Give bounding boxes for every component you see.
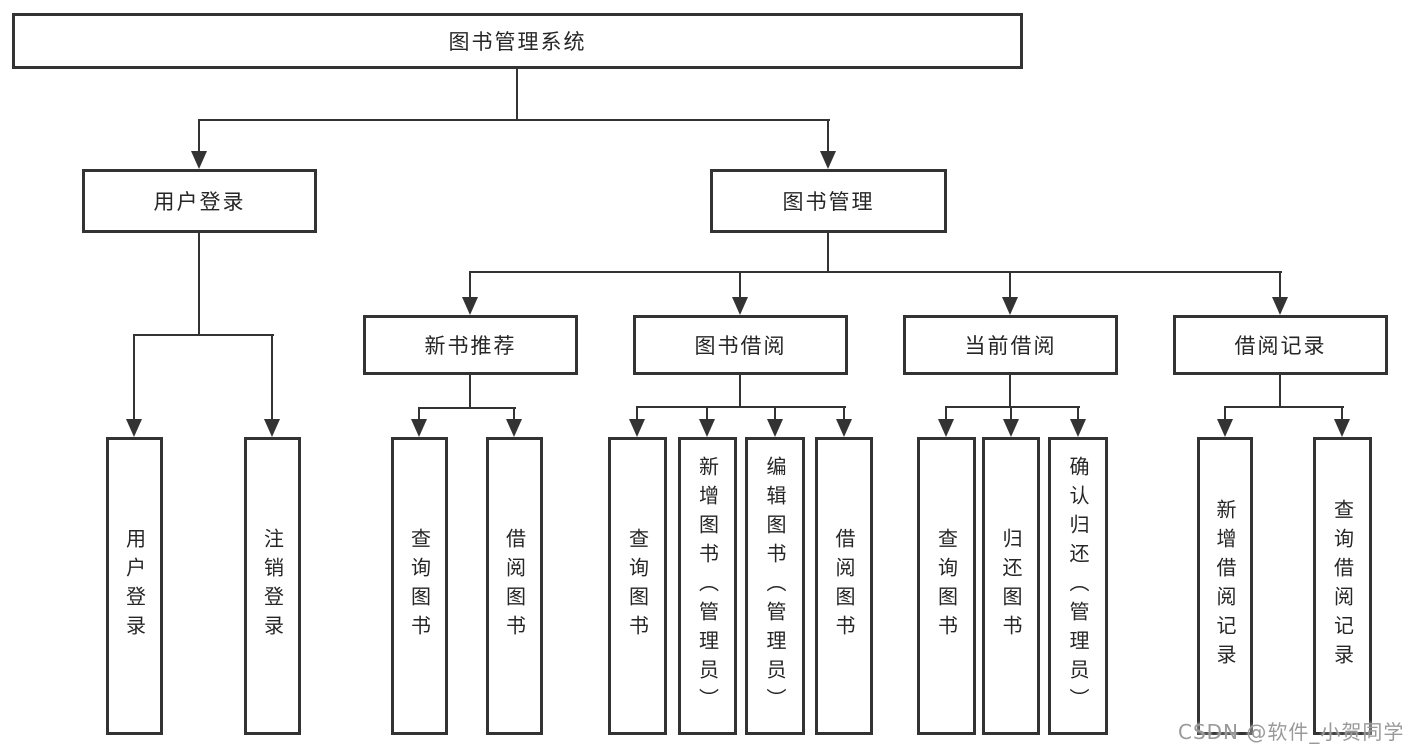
node-user-login: 用户登录 bbox=[82, 169, 317, 233]
connector-line bbox=[945, 406, 947, 422]
node-borrowing-records: 借阅记录 bbox=[1173, 315, 1388, 375]
connector-line bbox=[516, 69, 518, 121]
connector-line bbox=[1009, 375, 1011, 408]
node-leaf-records-add-record: 新增借阅记录 bbox=[1197, 437, 1253, 735]
arrowhead-down-icon bbox=[732, 297, 748, 315]
connector-line bbox=[469, 375, 471, 409]
node-leaf-recommend-query-books: 查询图书 bbox=[391, 437, 448, 735]
node-leaf-current-confirm-return: 确认归还（管理员） bbox=[1048, 437, 1108, 735]
node-label: 借阅记录 bbox=[1234, 334, 1327, 358]
node-leaf-borrow-borrow-books: 借阅图书 bbox=[815, 437, 873, 735]
node-label: 新增借阅记录 bbox=[1213, 499, 1237, 673]
node-label: 用户登录 bbox=[122, 528, 147, 644]
node-label: 归还图书 bbox=[999, 528, 1023, 644]
node-leaf-borrow-add-books: 新增图书（管理员） bbox=[678, 437, 737, 735]
arrowhead-down-icon bbox=[1217, 419, 1233, 437]
arrowhead-down-icon bbox=[126, 419, 142, 437]
arrowhead-down-icon bbox=[699, 419, 715, 437]
node-label: 查询图书 bbox=[407, 528, 432, 644]
node-label: 编辑图书（管理员） bbox=[763, 455, 787, 717]
connector-line bbox=[945, 406, 1080, 408]
arrowhead-down-icon bbox=[411, 419, 427, 437]
node-label: 图书管理 bbox=[782, 190, 875, 214]
node-leaf-recommend-borrow-books: 借阅图书 bbox=[486, 437, 543, 735]
node-leaf-records-query-record: 查询借阅记录 bbox=[1313, 437, 1372, 735]
connector-line bbox=[418, 407, 516, 409]
node-label: 确认归还（管理员） bbox=[1066, 455, 1090, 717]
connector-line bbox=[198, 119, 830, 121]
connector-line bbox=[1279, 375, 1281, 408]
csdn-watermark: CSDN @软件_小贺同学 bbox=[1178, 720, 1405, 744]
connector-line bbox=[739, 271, 741, 299]
node-label: 注销登录 bbox=[260, 528, 285, 644]
connector-line bbox=[198, 119, 200, 154]
connector-line bbox=[1279, 271, 1281, 299]
node-label: 查询借阅记录 bbox=[1330, 499, 1355, 673]
connector-line bbox=[636, 406, 846, 408]
connector-line bbox=[827, 119, 829, 154]
arrowhead-down-icon bbox=[836, 419, 852, 437]
arrowhead-down-icon bbox=[767, 419, 783, 437]
node-label: 图书借阅 bbox=[694, 334, 787, 358]
connector-line bbox=[843, 406, 845, 422]
node-book-management: 图书管理 bbox=[710, 169, 947, 233]
node-leaf-current-query-books: 查询图书 bbox=[917, 437, 976, 735]
connector-line bbox=[739, 375, 741, 408]
arrowhead-down-icon bbox=[1002, 297, 1018, 315]
arrowhead-down-icon bbox=[1334, 419, 1350, 437]
node-leaf-current-return-books: 归还图书 bbox=[982, 437, 1040, 735]
arrowhead-down-icon bbox=[1272, 297, 1288, 315]
connector-line bbox=[469, 271, 471, 299]
connector-line bbox=[271, 334, 273, 421]
connector-line bbox=[198, 233, 200, 336]
connector-line bbox=[774, 406, 776, 422]
arrowhead-down-icon bbox=[191, 151, 207, 169]
node-root: 图书管理系统 bbox=[12, 13, 1023, 69]
arrowhead-down-icon bbox=[820, 151, 836, 169]
arrowhead-down-icon bbox=[1003, 419, 1019, 437]
arrowhead-down-icon bbox=[938, 419, 954, 437]
connector-line bbox=[827, 233, 829, 273]
connector-line bbox=[469, 271, 1282, 273]
connector-line bbox=[1224, 406, 1226, 422]
arrowhead-down-icon bbox=[506, 419, 522, 437]
node-label: 用户登录 bbox=[153, 190, 246, 214]
connector-line bbox=[1009, 271, 1011, 299]
node-label: 新增图书（管理员） bbox=[695, 455, 720, 717]
connector-line bbox=[1341, 406, 1343, 422]
node-label: 借阅图书 bbox=[502, 528, 527, 644]
node-current-borrowing: 当前借阅 bbox=[903, 315, 1118, 375]
arrowhead-down-icon bbox=[462, 297, 478, 315]
node-label: 查询图书 bbox=[934, 528, 959, 644]
node-label: 借阅图书 bbox=[832, 528, 856, 644]
connector-line bbox=[1224, 406, 1344, 408]
node-new-book-recommendation: 新书推荐 bbox=[363, 315, 578, 375]
arrowhead-down-icon bbox=[264, 419, 280, 437]
node-leaf-borrow-edit-books: 编辑图书（管理员） bbox=[745, 437, 805, 735]
node-label: 新书推荐 bbox=[424, 334, 517, 358]
node-label: 查询图书 bbox=[625, 528, 650, 644]
connector-line bbox=[1010, 406, 1012, 422]
connector-line bbox=[133, 334, 135, 421]
connector-line bbox=[133, 334, 274, 336]
connector-line bbox=[513, 407, 515, 423]
node-label: 图书管理系统 bbox=[448, 30, 587, 54]
connector-line bbox=[1077, 406, 1079, 422]
node-leaf-borrow-query-books: 查询图书 bbox=[608, 437, 667, 735]
node-book-borrowing: 图书借阅 bbox=[633, 315, 848, 375]
node-leaf-logout: 注销登录 bbox=[244, 437, 301, 735]
arrowhead-down-icon bbox=[629, 419, 645, 437]
arrowhead-down-icon bbox=[1070, 419, 1086, 437]
connector-line bbox=[636, 406, 638, 422]
node-label: 当前借阅 bbox=[964, 334, 1057, 358]
connector-line bbox=[418, 407, 420, 423]
node-leaf-user-login: 用户登录 bbox=[106, 437, 163, 735]
connector-line bbox=[706, 406, 708, 422]
